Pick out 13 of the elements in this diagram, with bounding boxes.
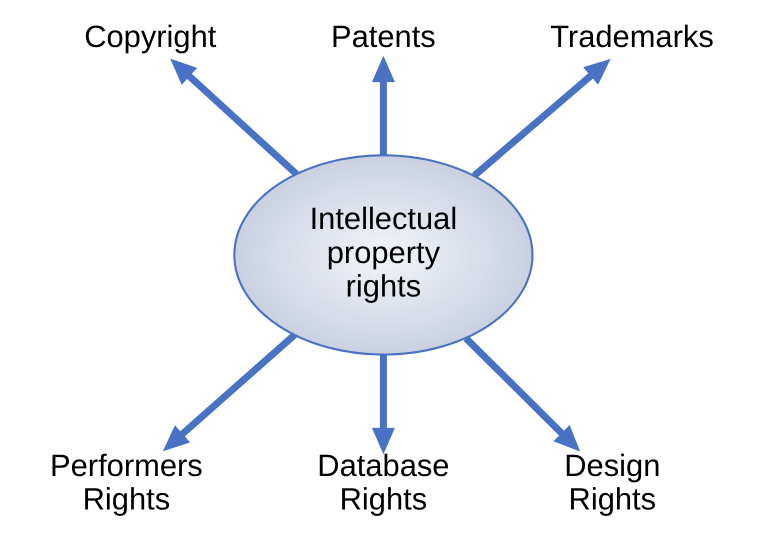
node-text: Database Rights bbox=[316, 448, 449, 517]
node-text: Copyright bbox=[84, 18, 216, 54]
arrow bbox=[371, 354, 394, 454]
node-text: Trademarks bbox=[550, 18, 714, 54]
node-ellipse: Intellectual property rights bbox=[232, 154, 533, 356]
arrow bbox=[170, 58, 298, 177]
arrow bbox=[162, 332, 296, 452]
node-text: Patents bbox=[330, 18, 436, 54]
node-text: Design Rights bbox=[564, 448, 660, 517]
arrow bbox=[472, 58, 610, 178]
node-text: Performers Rights bbox=[50, 448, 202, 517]
arrow bbox=[463, 336, 580, 452]
arrow bbox=[371, 56, 394, 156]
